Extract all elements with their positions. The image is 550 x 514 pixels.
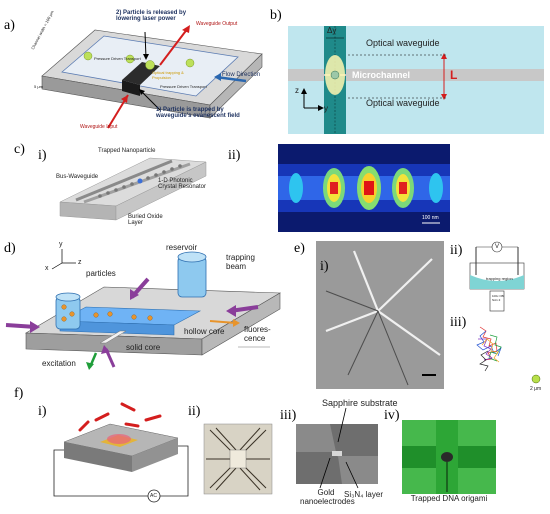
label-scale-iii: 2 μm (530, 386, 542, 392)
axis-y: y (324, 104, 328, 113)
label-resonator: 1-D Photonic Crystal Resonator (158, 178, 207, 190)
panel-e: e) i) ii) iii) (290, 235, 550, 400)
label-flow-direction: Flow Direction (222, 72, 261, 78)
label-dna: Trapped DNA origami (410, 494, 488, 503)
callout-released: 2) Particle is released by lowering lase… (116, 10, 187, 22)
panel-c-label: c) (14, 142, 25, 157)
label-height: 5 μm (34, 84, 43, 89)
label-pressure-top: Pressure Driven Transport (94, 56, 141, 61)
panel-e-sub-iii: iii) (450, 315, 467, 330)
axis-y: y (59, 241, 63, 248)
label-bus-waveguide: Bus-Waveguide (56, 174, 99, 180)
panel-c-sub-ii: ii) (228, 148, 241, 163)
panel-c: c) i) ii) (0, 140, 550, 235)
label-L: L (450, 68, 458, 82)
label-delta-y: Δy (327, 26, 337, 35)
label-waveguide-output: Waveguide Output (196, 21, 238, 27)
panel-b-figure (288, 26, 544, 134)
label-waveguide-bottom: Optical waveguide (366, 98, 440, 108)
panel-f: f) i) ii) iii) iv) (0, 380, 550, 514)
label-sapphire: Sapphire substrate (322, 398, 398, 408)
panel-c-sub-i: i) (38, 148, 47, 163)
axis-x: x (45, 265, 49, 272)
panel-d-label: d) (4, 241, 16, 256)
field-modes (289, 166, 443, 210)
label-voltmeter: V (495, 244, 500, 250)
label-solid-core: solid core (126, 343, 161, 352)
panel-a: a) 2) Particle is released by lowering l… (0, 0, 265, 145)
label-hollow-core: hollow core (184, 327, 225, 336)
panel-d-figure (5, 249, 282, 370)
label-reservoir: reservoir (166, 243, 198, 252)
label-ac: AC (150, 493, 157, 499)
label-fluorescence: fluores-cence (244, 325, 271, 343)
label-particles: particles (86, 269, 116, 278)
label-pressure-bottom: Pressure Driven Transport (160, 84, 207, 89)
label-si3n4: Si₃N₄ layer (344, 490, 383, 499)
panel-d: d) (0, 235, 290, 385)
label-excitation: excitation (42, 359, 76, 368)
panel-e-figure (316, 241, 541, 389)
label-buried-oxide: Buried Oxide Layer (128, 214, 163, 226)
panel-f-sub-iii: iii) (280, 408, 297, 423)
panel-f-sub-ii: ii) (188, 404, 201, 419)
panel-e-sub-ii: ii) (450, 243, 463, 258)
panel-f-sub-iv: iv) (384, 408, 400, 423)
panel-b-label: b) (270, 8, 282, 23)
panel-c-figure (59, 144, 450, 232)
label-trapping-region: trapping region (486, 276, 513, 281)
label-microchannel: Microchannel (352, 70, 411, 80)
callout-trapped: 1) Particle is trapped by waveguide's ev… (156, 107, 240, 119)
label-gold: Gold nanoelectrodes (300, 488, 355, 506)
panel-e-sub-i: i) (320, 259, 329, 274)
label-optical-trapping: Optical trapping & Propulsion (152, 70, 184, 80)
panel-f-sub-i: i) (38, 404, 47, 419)
label-trapped-nanoparticle: Trapped Nanoparticle (98, 148, 156, 154)
panel-a-label: a) (4, 18, 15, 33)
panel-f-figure (53, 402, 496, 503)
axis-z: z (78, 259, 82, 266)
label-waveguide-top: Optical waveguide (366, 38, 440, 48)
label-objective: 100x OB NA1.3 (492, 294, 504, 302)
panel-f-label: f) (14, 386, 24, 401)
panel-b: b) Δy Optical waveguide Optical waveguid… (270, 0, 550, 140)
panel-e-label: e) (294, 241, 305, 256)
field-scale: 100 nm (422, 215, 439, 221)
label-trapping-beam: trapping beam (226, 253, 255, 271)
panel-a-figure (41, 25, 263, 129)
label-waveguide-input: Waveguide Input (80, 124, 118, 130)
axis-z: z (295, 86, 299, 95)
